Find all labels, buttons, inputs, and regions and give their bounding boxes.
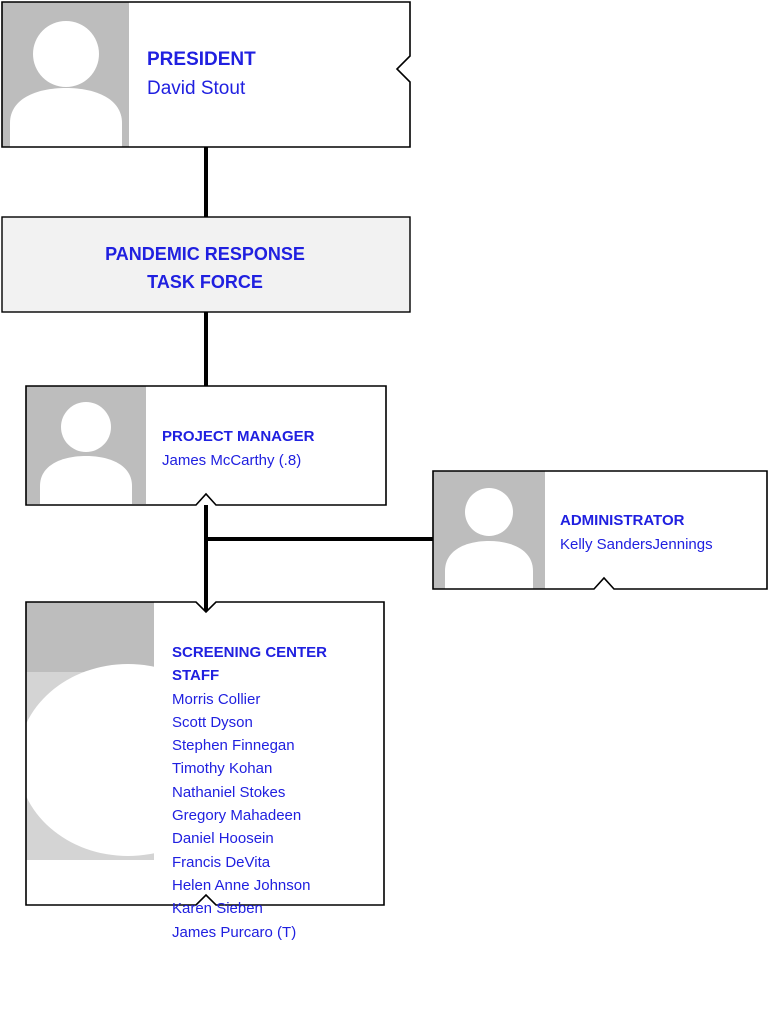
staff-member: Gregory Mahadeen	[172, 807, 302, 825]
person-silhouette-icon	[40, 402, 132, 504]
project-manager-box	[25, 385, 387, 506]
staff-member: Stephen Finnegan	[172, 737, 295, 755]
project-manager-label: PROJECT MANAGER James McCarthy (.8)	[162, 425, 315, 473]
administrator-name: Kelly SandersJennings	[560, 536, 713, 553]
president-node[interactable]	[1, 1, 411, 148]
staff-member: Daniel Hoosein	[172, 830, 274, 848]
connector-lines	[204, 147, 435, 611]
person-silhouette-icon	[26, 664, 154, 905]
staff-member: Timothy Kohan	[172, 760, 273, 778]
staff-member: Helen Anne Johnson	[172, 876, 311, 894]
task-force-label: PANDEMIC RESPONSE TASK FORCE	[0, 240, 410, 296]
staff-member: Karen Sieben	[172, 900, 263, 918]
staff-member: Nathaniel Stokes	[172, 783, 286, 801]
president-name: David Stout	[147, 78, 246, 99]
administrator-box	[432, 470, 768, 590]
president-label: PRESIDENT David Stout	[147, 45, 256, 103]
task-force-title-line-1: PANDEMIC RESPONSE	[105, 244, 305, 264]
task-force-title-line-2: TASK FORCE	[147, 272, 263, 292]
staff-member: James Purcaro (T)	[172, 923, 297, 941]
administrator-role: ADMINISTRATOR	[560, 512, 685, 529]
staff-member: Francis DeVita	[172, 853, 271, 871]
screening-staff-label: SCREENING CENTER STAFF Morris Collier Sc…	[172, 641, 327, 944]
administrator-node[interactable]	[432, 470, 768, 590]
screening-staff-role-line-2: STAFF	[172, 667, 220, 685]
staff-member: Morris Collier	[172, 690, 261, 708]
president-role: PRESIDENT	[147, 49, 256, 70]
person-silhouette-icon	[445, 488, 533, 589]
project-manager-role: PROJECT MANAGER	[162, 428, 315, 445]
staff-member: Scott Dyson	[172, 713, 253, 731]
screening-staff-box	[25, 601, 385, 906]
project-manager-name: James McCarthy (.8)	[162, 452, 302, 469]
screening-staff-list: Morris Collier Scott Dyson Stephen Finne…	[172, 688, 327, 944]
screening-staff-role-line-1: SCREENING CENTER	[172, 644, 328, 661]
president-box	[1, 1, 411, 148]
screening-staff-node[interactable]	[18, 601, 385, 906]
task-force-box[interactable]	[1, 216, 411, 313]
administrator-label: ADMINISTRATOR Kelly SandersJennings	[560, 509, 713, 557]
person-silhouette-icon	[10, 21, 122, 147]
project-manager-node[interactable]	[25, 385, 387, 506]
